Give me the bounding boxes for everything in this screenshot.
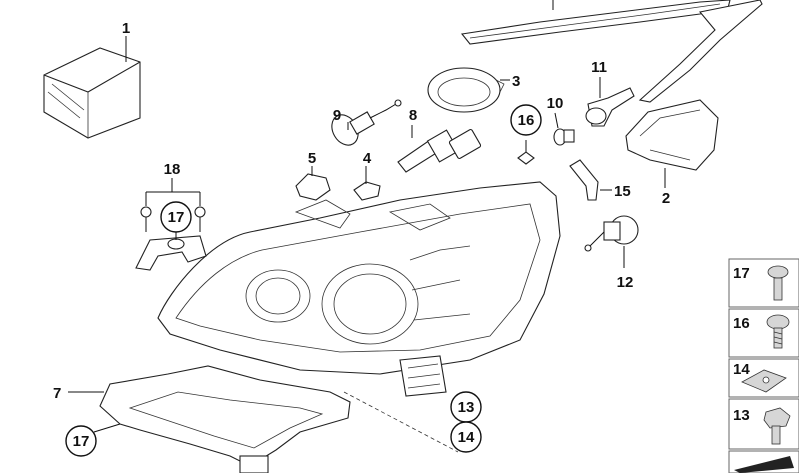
part-12-actuator [584,215,639,268]
callout-1: 1 [122,20,130,37]
callout-15: 15 [614,183,631,200]
callout-12: 12 [617,274,634,291]
part-4-clip [353,166,381,201]
legend-label-13: 13 [733,407,750,424]
part-7-frame [68,365,351,473]
legend-box-17 [728,258,799,308]
part-5-cap [295,166,331,201]
circled-callout-17-lower: 17 [73,433,90,450]
part-3-ring [427,67,510,113]
legend-box-13 [728,398,799,450]
circled-callout-14: 14 [458,429,475,446]
circled-callout-16: 16 [518,112,535,129]
callout-5: 5 [308,150,316,167]
callout-labels: 1 2 3 4 5 7 8 9 10 11 12 15 18 [53,20,670,402]
part-1-box [43,36,141,139]
circle-16 [510,104,542,136]
callout-4: 4 [363,150,372,167]
callout-3: 3 [512,73,520,90]
screw-icon [767,265,789,301]
callout-18: 18 [164,161,181,178]
callout-9: 9 [333,107,341,124]
legend-box-16 [728,308,799,358]
circle-17-lower [65,425,97,457]
leader-lines [93,391,459,453]
legend-labels: 17 16 14 13 [733,265,750,424]
part-11-socket [585,77,635,127]
callout-8: 8 [409,107,417,124]
trim-strip [460,0,763,103]
self-tapping-screw-icon [766,314,790,349]
part-18-bracket [135,178,207,271]
callout-2: 2 [662,190,670,207]
legend-label-14: 14 [733,361,750,378]
circled-callout-13: 13 [458,399,475,416]
part-9-bulb [331,99,402,146]
circle-14 [450,421,482,453]
legend-label-16: 16 [733,315,750,332]
circle-17-upper [160,201,192,233]
part-16-screw [517,140,535,165]
arrow-icon [734,456,794,473]
headlight-housing [157,181,561,397]
callout-11: 11 [591,59,607,76]
part-10-bulb [553,112,575,146]
clip-nut-icon [741,369,787,393]
legend-label-17: 17 [733,265,750,282]
part-8-bulb [397,125,482,173]
part-15-bracket [569,159,612,201]
hex-bolt-icon [763,407,791,445]
callout-7: 7 [53,385,61,402]
callout-10: 10 [547,95,564,112]
part-2-cover [625,99,719,188]
legend [728,258,799,473]
circled-callout-17-upper: 17 [168,209,185,226]
circled-callouts: 16 17 17 13 14 [65,104,542,457]
